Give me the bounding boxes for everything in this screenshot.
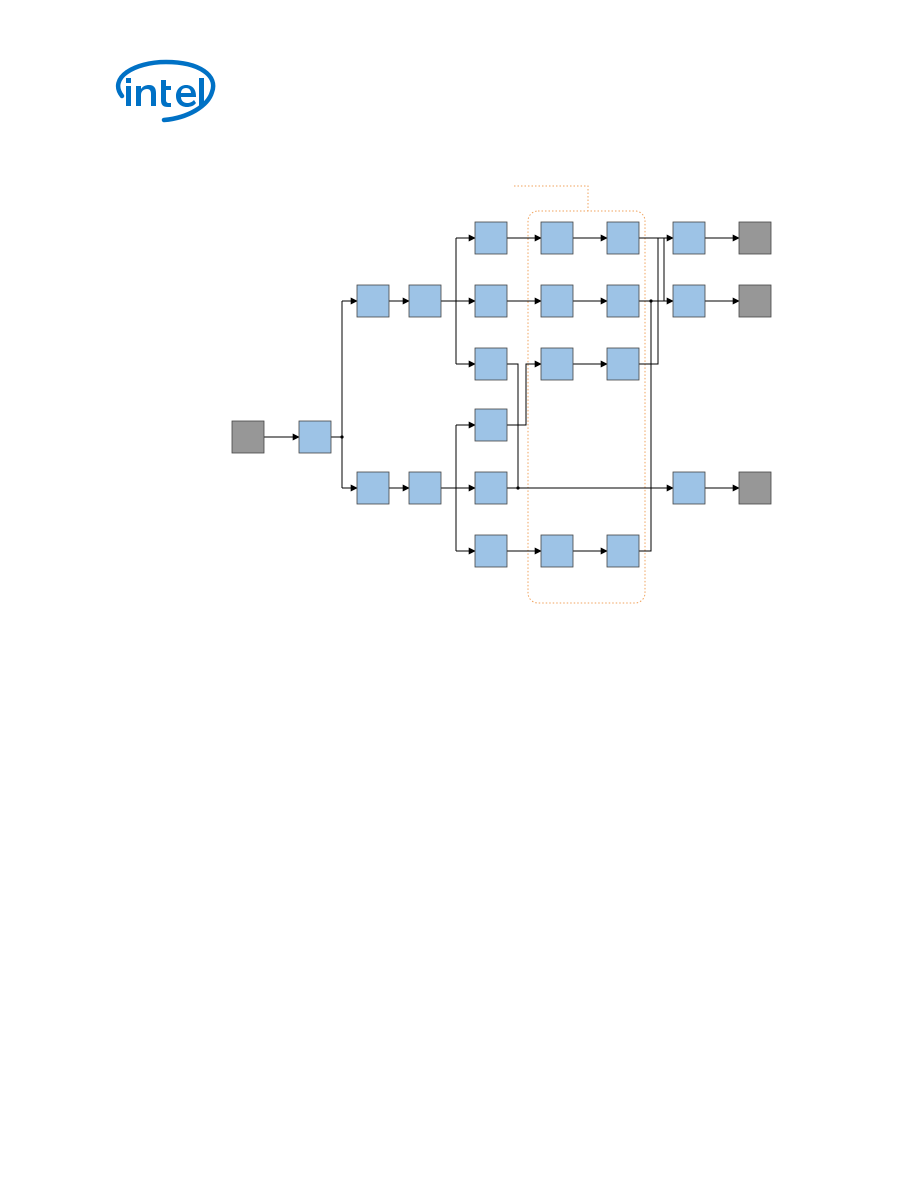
source-terminal xyxy=(231,420,265,454)
node-c1 xyxy=(474,221,508,255)
logo-swoosh xyxy=(115,59,216,123)
highlight-group-outline xyxy=(527,210,646,604)
node-e6 xyxy=(606,534,640,568)
connections xyxy=(264,234,740,555)
node-c4 xyxy=(474,408,508,442)
node-c5 xyxy=(474,471,508,505)
node-e2 xyxy=(606,284,640,318)
node-f2 xyxy=(672,284,706,318)
node-c6 xyxy=(474,534,508,568)
node-c2 xyxy=(474,284,508,318)
intel-logo xyxy=(115,59,216,123)
node-d6 xyxy=(540,534,574,568)
node-a2 xyxy=(408,284,442,318)
terminal-t1 xyxy=(738,221,772,255)
node-b2 xyxy=(408,471,442,505)
node-f3 xyxy=(672,471,706,505)
node-c3 xyxy=(474,347,508,381)
node-a1 xyxy=(356,284,390,318)
logo-letters xyxy=(126,78,204,107)
node-f1 xyxy=(672,221,706,255)
terminal-t3 xyxy=(738,471,772,505)
nodes xyxy=(231,221,772,568)
node-n0 xyxy=(298,420,332,454)
node-d1 xyxy=(540,221,574,255)
node-b1 xyxy=(356,471,390,505)
node-e1 xyxy=(606,221,640,255)
junctions xyxy=(340,299,653,490)
node-d3 xyxy=(540,347,574,381)
node-d2 xyxy=(540,284,574,318)
terminal-t2 xyxy=(738,284,772,318)
node-e3 xyxy=(606,347,640,381)
group-callout-leader xyxy=(514,185,589,211)
